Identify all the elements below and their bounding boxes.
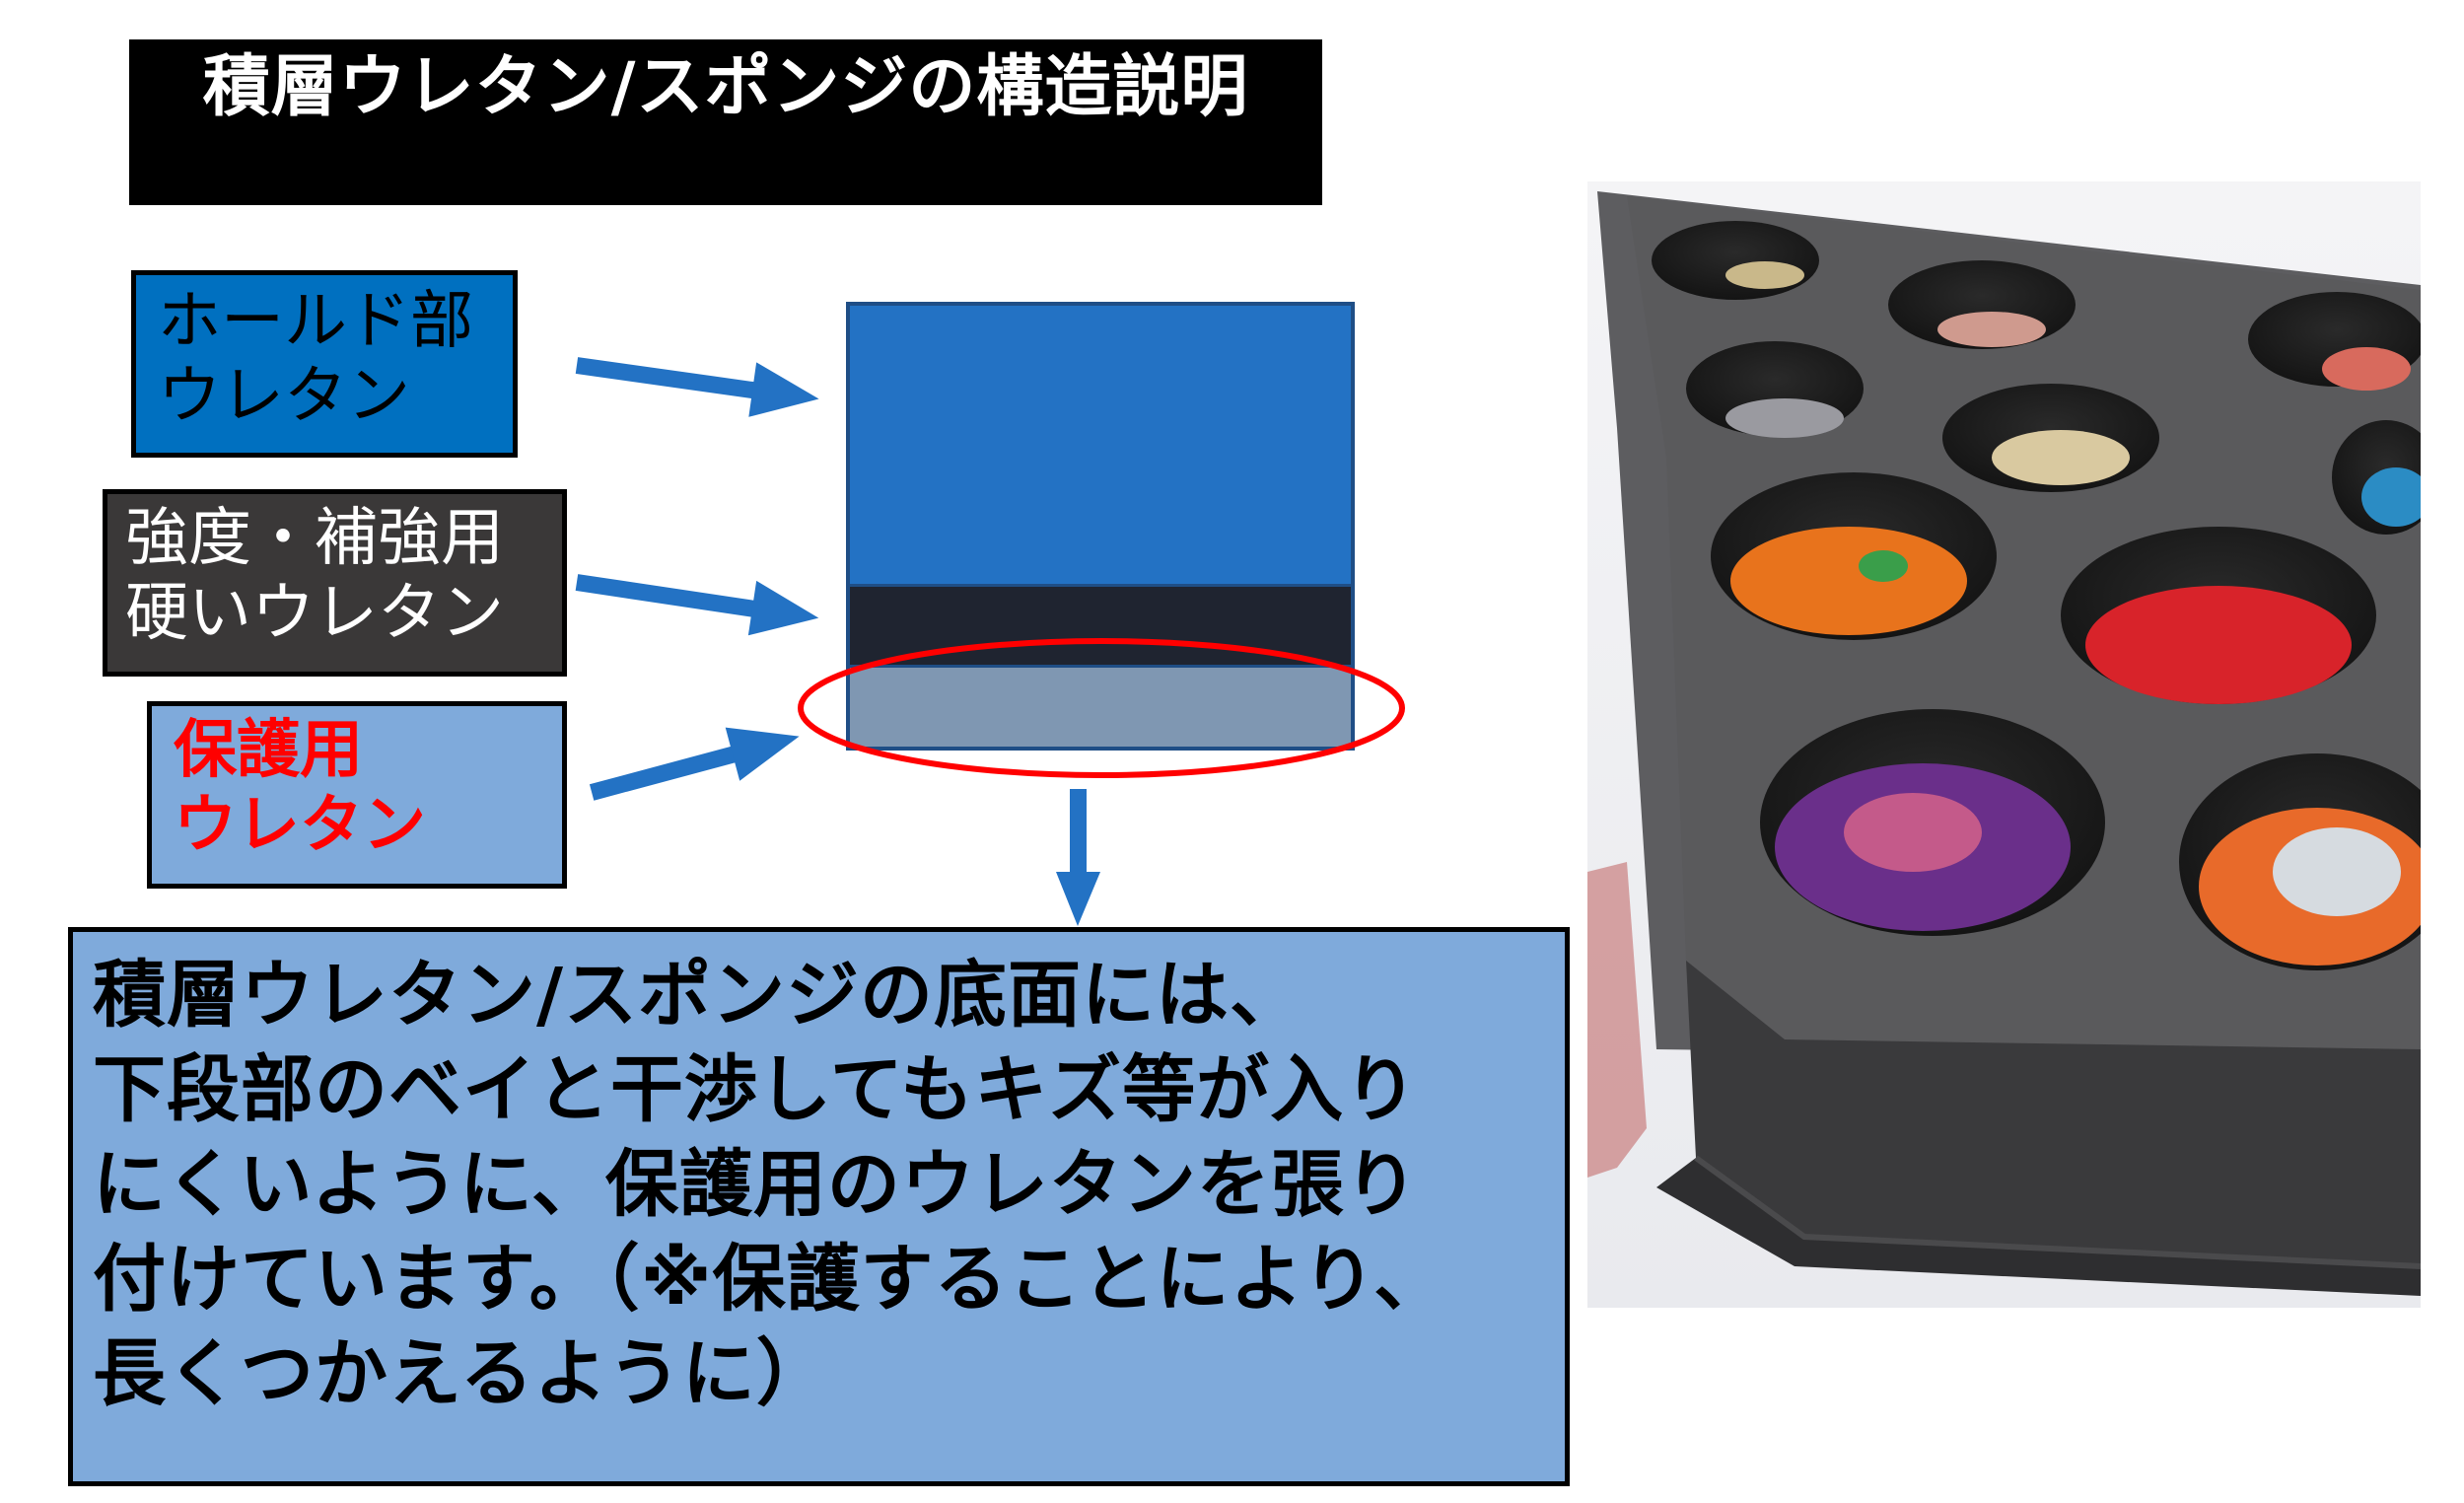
arrow-up-right-icon: [589, 727, 800, 801]
arrow-down-icon: [1056, 789, 1100, 926]
title-banner: 積層ウレタン/スポンジの構造説明: [129, 39, 1322, 205]
arrow-right-icon: [575, 574, 819, 636]
description-box: 積層ウレタン/スポンジの底面には、 下段部のベイと干渉してもキズ等が入り にくい…: [68, 927, 1570, 1486]
arrow-right-icon: [575, 357, 819, 417]
foam-tray-image: [1587, 181, 2421, 1308]
product-photo: [1587, 181, 2421, 1308]
label-protect-urethane: 保護用 ウレタン: [147, 701, 567, 889]
label-hard-line1: 強度・補強用: [125, 502, 504, 575]
label-protect-line2: ウレタン: [174, 788, 426, 862]
description-line: 長くつかえるように）: [93, 1331, 830, 1416]
label-hold-urethane: ホールド部 ウレタン: [131, 270, 518, 458]
highlight-ellipse: [798, 638, 1405, 778]
label-hold-line2: ウレタン: [158, 359, 410, 433]
description-line: 積層ウレタン/スポンジの底面には、: [93, 953, 1304, 1038]
layer-protect-urethane: [850, 668, 1351, 747]
description-line: 付けています。（※保護することにより、: [93, 1237, 1448, 1322]
label-hold-line1: ホールド部: [158, 285, 473, 358]
layer-hold-urethane: [850, 306, 1351, 587]
description-line: にくいように、保護用のウレタンを張り: [93, 1142, 1419, 1227]
label-hard-urethane: 強度・補強用 硬いウレタン: [103, 489, 567, 677]
arrow-icons: [575, 357, 1100, 926]
page-title: 積層ウレタン/スポンジの構造説明: [202, 48, 1249, 126]
layer-stack-diagram: [846, 302, 1355, 751]
description-line: 下段部のベイと干渉してもキズ等が入り: [93, 1047, 1419, 1132]
label-protect-line1: 保護用: [174, 714, 363, 787]
label-hard-line2: 硬いウレタン: [125, 576, 504, 650]
